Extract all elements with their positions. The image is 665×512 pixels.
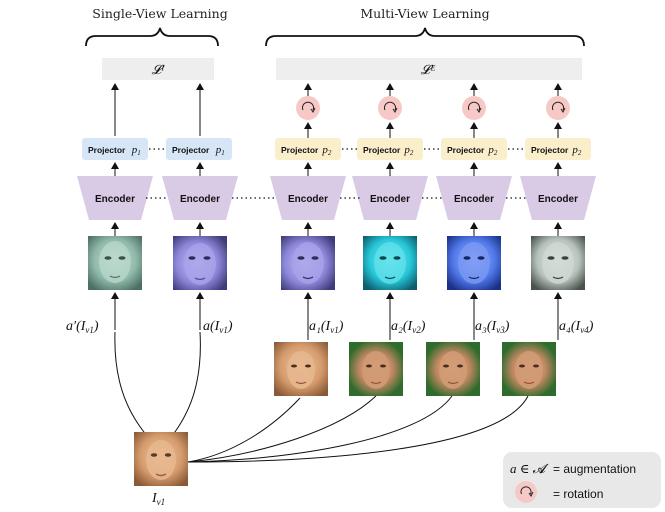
- encoder-shape: [162, 176, 238, 220]
- augmented-face-image: [281, 236, 335, 290]
- projector-p2-box: [275, 138, 341, 160]
- legend-box: [503, 452, 661, 508]
- augmented-face-image: [531, 236, 585, 290]
- projector-word: Projector: [172, 145, 210, 155]
- encoder-label: Encoder: [95, 194, 135, 205]
- encoder-label: Encoder: [538, 194, 578, 205]
- legend-augmentation-text: = augmentation: [553, 462, 636, 476]
- projector-p2-box: [525, 138, 591, 160]
- legend-rotation-text: = rotation: [553, 487, 603, 501]
- svg-text:Projector p1: Projector p1: [88, 144, 141, 157]
- source-image-label: Iv1: [151, 491, 165, 507]
- single-view-column-1: Projector p1 Encoder: [77, 83, 153, 330]
- single-view-brace: [85, 27, 219, 47]
- single-view-column-2: Projector p1 Encoder: [162, 83, 238, 330]
- augmented-face-image: [363, 236, 417, 290]
- projector-p1-box: [166, 138, 232, 160]
- projector-p2-box: [357, 138, 423, 160]
- projector-p1-box: [82, 138, 148, 160]
- projector-word: Projector: [88, 145, 126, 155]
- single-view-heading: Single-View Learning: [92, 6, 227, 21]
- augmented-face-image: [173, 236, 227, 290]
- encoder-shape: [352, 176, 428, 220]
- encoder-shape: [436, 176, 512, 220]
- encoder-shape: [77, 176, 153, 220]
- view-face-image: [502, 342, 556, 396]
- multi-view-heading: Multi-View Learning: [360, 6, 489, 21]
- rotation-legend-icon: [515, 481, 537, 503]
- rotation-icon: [462, 96, 486, 120]
- aug-label-3: a₃(Iv3): [475, 319, 510, 335]
- aug-label-4: a₄(Iv4): [559, 319, 594, 335]
- projector-p2-box: [441, 138, 507, 160]
- projector-word: Projector: [281, 145, 319, 155]
- single-view-loss-bar: [102, 58, 214, 80]
- svg-text:Projector p1: Projector p1: [172, 144, 225, 157]
- legend: a ∈ 𝓐 = augmentation = rotation: [503, 452, 661, 508]
- view-face-image: [349, 342, 403, 396]
- multi-view-loss-bar: [276, 58, 582, 80]
- augmented-face-image: [88, 236, 142, 290]
- encoder-shape: [270, 176, 346, 220]
- projector-word: Projector: [363, 145, 401, 155]
- projector-word: Projector: [531, 145, 569, 155]
- view-face-image: [274, 342, 328, 396]
- aug-label-a-prime: a′(Iv1): [66, 319, 99, 335]
- augmented-face-image: [447, 236, 501, 290]
- source-face-image: [134, 432, 188, 486]
- rotation-icon: [296, 96, 320, 120]
- encoder-label: Encoder: [288, 194, 328, 205]
- encoder-label: Encoder: [180, 194, 220, 205]
- multi-view-loss-label: 𝓛ᴱ: [421, 62, 436, 77]
- legend-augmentation-symbol: a ∈ 𝓐: [510, 461, 550, 476]
- single-view-loss-label: 𝓛ᴵ: [152, 62, 165, 77]
- view-face-image: [426, 342, 480, 396]
- aug-label-a: a(Iv1): [203, 319, 233, 335]
- rotation-icon: [546, 96, 570, 120]
- encoder-label: Encoder: [370, 194, 410, 205]
- aug-label-2: a₂(Iv2): [391, 319, 426, 335]
- multi-view-brace: [265, 27, 585, 47]
- rotation-icon: [378, 96, 402, 120]
- aug-label-1: a₁(Iv1): [309, 319, 344, 335]
- encoder-shape: [520, 176, 596, 220]
- encoder-label: Encoder: [454, 194, 494, 205]
- projector-word: Projector: [447, 145, 485, 155]
